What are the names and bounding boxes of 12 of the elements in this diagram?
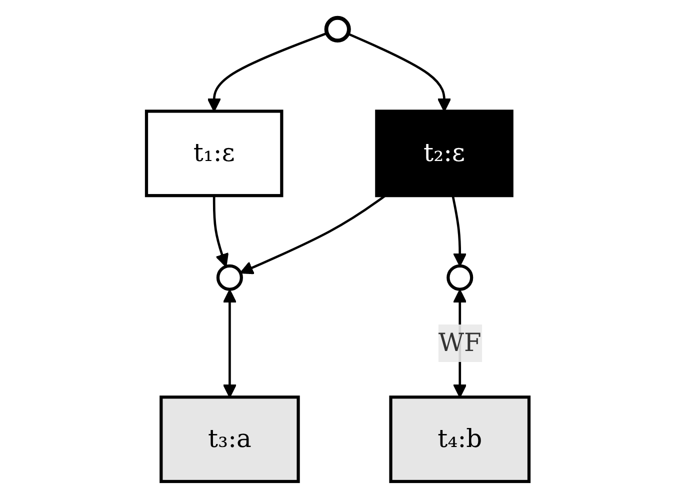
node-box: t₂:ε <box>374 110 514 198</box>
arrow <box>451 195 466 267</box>
node-box: t₁:ε <box>144 110 283 198</box>
node-box: t₃:a <box>159 396 300 484</box>
node-circle <box>446 264 473 291</box>
edge-label: WF <box>438 328 482 358</box>
arrow <box>212 196 228 268</box>
arrow <box>348 32 451 112</box>
node-box: t₄:b <box>388 396 530 484</box>
arrow <box>206 32 327 112</box>
arrow <box>222 289 236 398</box>
node-circle <box>216 264 243 291</box>
